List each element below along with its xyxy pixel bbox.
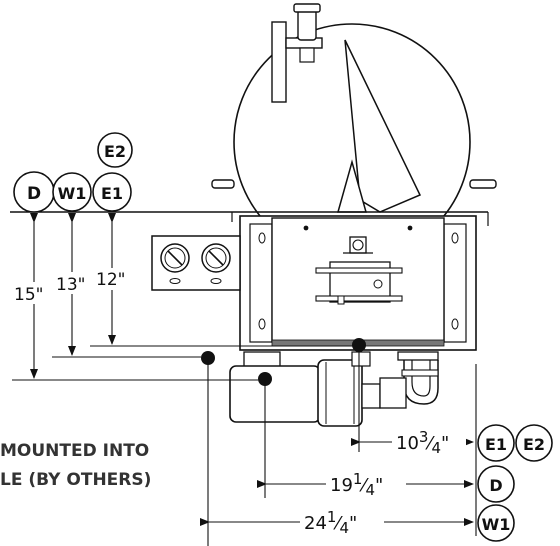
callout-d-right: D [477,465,515,503]
ref-dot-w1 [258,372,272,386]
mounting-note-line2: LE (BY OTHERS) [0,470,151,490]
dim-15: 15" [14,285,43,305]
ref-dot-e1 [352,338,366,352]
callout-e2-top: E2 [97,132,133,168]
dim-12: 12" [96,270,125,290]
vertical-dimensions: 15" 13" 12" [12,213,134,379]
pump-assembly [229,351,439,427]
svg-text:E1: E1 [485,435,507,454]
mounting-note-line1: MOUNTED INTO [0,441,149,461]
svg-text:E1: E1 [101,184,123,203]
callout-w1-right: W1 [477,504,515,542]
svg-text:W1: W1 [482,515,511,534]
dome-tank [211,23,497,261]
callout-w1-left: W1 [52,172,92,212]
horizontal-dimensions: 103⁄4" 191⁄4" 241⁄4" [200,428,474,537]
callout-e1-left: E1 [92,172,132,212]
svg-text:E2: E2 [104,142,126,161]
dim-24-1-4: 241⁄4" [304,508,357,537]
dim-10-3-4: 103⁄4" [396,428,449,457]
callout-d-left: D [13,171,55,213]
svg-text:W1: W1 [58,184,87,203]
dim-19-1-4: 191⁄4" [330,470,383,499]
svg-text:D: D [27,184,41,204]
callout-e1-right: E1 [477,424,515,462]
svg-text:D: D [489,476,502,495]
gauge-panel [151,235,241,291]
dim-13: 13" [56,275,85,295]
callout-e2-right: E2 [515,424,553,462]
main-enclosure [239,215,477,351]
top-pipes [271,3,323,103]
svg-text:E2: E2 [523,435,545,454]
